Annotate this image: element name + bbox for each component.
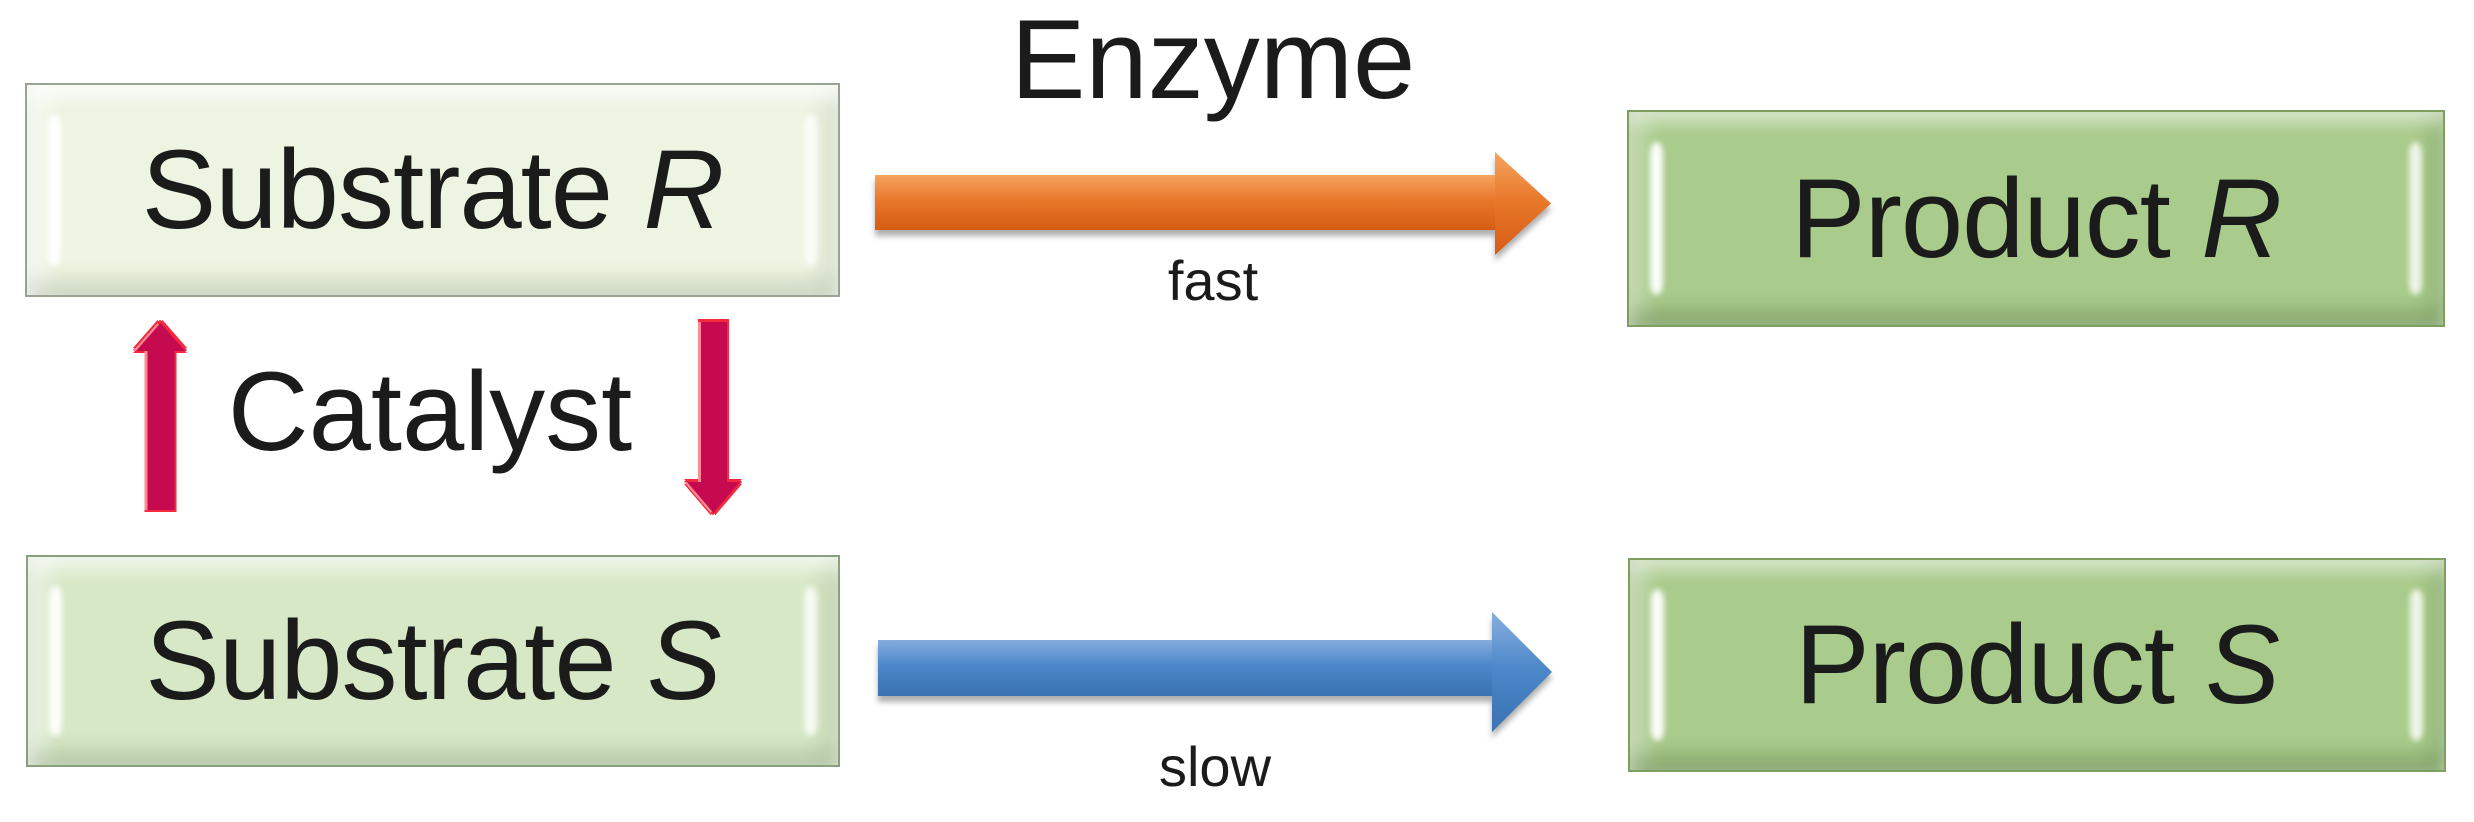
catalyst-down-arrow-head	[687, 482, 740, 513]
slow-arrow-head	[1492, 612, 1552, 732]
enzyme-arrow-head	[1495, 152, 1551, 255]
catalyst-up-arrow-shaft	[147, 349, 174, 510]
enzyme-label: Enzyme	[1010, 0, 1416, 122]
product-s-letter: S	[2205, 602, 2280, 727]
catalyst-up-arrow-head	[136, 323, 185, 351]
enzyme-fast-arrow-icon	[875, 152, 1551, 255]
substrate-s-label: Substrate	[145, 598, 616, 723]
product-r-letter: R	[2201, 155, 2282, 281]
product-r-label: Product	[1790, 155, 2171, 281]
fast-label: fast	[1167, 249, 1259, 312]
slow-arrow-shaft	[878, 640, 1492, 696]
substrate-r-label: Substrate	[141, 127, 613, 252]
catalyst-down-arrow-icon	[687, 322, 740, 513]
substrate-s-letter: S	[647, 598, 722, 723]
enzyme-arrow-shaft	[875, 175, 1495, 230]
catalyst-up-arrow-icon	[136, 323, 185, 510]
slow-arrow-icon	[878, 612, 1552, 732]
catalyst-label: Catalyst	[227, 349, 633, 474]
product-s-label: Product	[1794, 602, 2175, 727]
substrate-r-letter: R	[643, 127, 724, 252]
slow-label: slow	[1158, 735, 1272, 798]
catalyst-down-arrow-shaft	[700, 322, 727, 484]
